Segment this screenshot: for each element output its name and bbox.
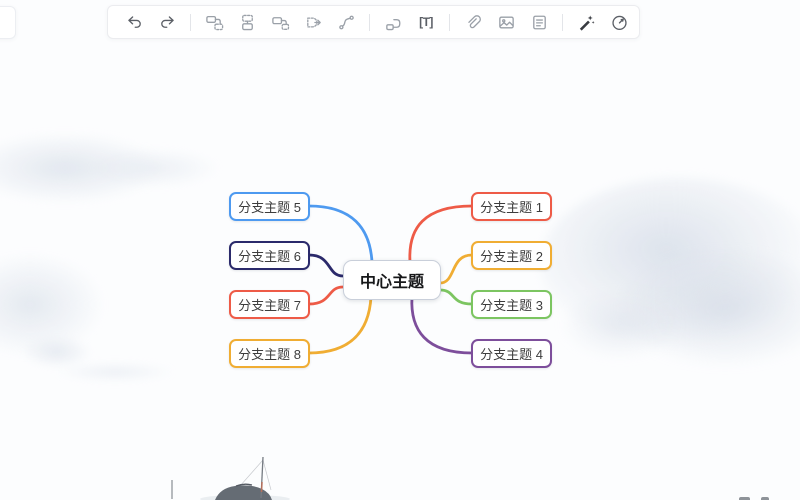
toolbar-divider — [190, 13, 191, 31]
branch-node-2[interactable]: 分支主题 2 — [471, 241, 552, 270]
insert-sibling-node-icon[interactable] — [204, 12, 224, 32]
connection-line-branch-6 — [307, 253, 345, 278]
branch-node-label: 分支主题 2 — [480, 249, 543, 264]
branch-node-7[interactable]: 分支主题 7 — [229, 290, 310, 319]
undo-icon[interactable] — [124, 12, 144, 32]
ai-magic-icon[interactable] — [576, 12, 596, 32]
hyperlink-icon[interactable] — [463, 12, 483, 32]
branch-node-6[interactable]: 分支主题 6 — [229, 241, 310, 270]
branch-node-label: 分支主题 7 — [238, 298, 301, 313]
insert-child-node-icon[interactable] — [270, 12, 290, 32]
branch-node-3[interactable]: 分支主题 3 — [471, 290, 552, 319]
connection-line-branch-7 — [307, 285, 345, 306]
toolbar-divider — [369, 13, 370, 31]
branch-node-4[interactable]: 分支主题 4 — [471, 339, 552, 368]
connection-line-branch-4 — [410, 295, 474, 355]
collapse-expand-node-icon[interactable] — [303, 12, 323, 32]
branch-node-1[interactable]: 分支主题 1 — [471, 192, 552, 221]
connection-line-branch-5 — [307, 204, 374, 264]
note-icon[interactable] — [529, 12, 549, 32]
connection-line-branch-1 — [408, 204, 474, 264]
connection-line-branch-2 — [438, 253, 474, 285]
bottom-toolbar-partial-icon[interactable] — [761, 497, 769, 500]
branch-node-label: 分支主题 4 — [480, 347, 543, 362]
connection-line-branch-8 — [307, 295, 373, 355]
branch-node-label: 分支主题 5 — [238, 200, 301, 215]
branch-node-label: 分支主题 8 — [238, 347, 301, 362]
branch-node-5[interactable]: 分支主题 5 — [229, 192, 310, 221]
main-toolbar: [T] — [107, 5, 640, 39]
toolbar-divider — [562, 13, 563, 31]
branch-node-label: 分支主题 3 — [480, 298, 543, 313]
collapsed-panel[interactable] — [0, 6, 16, 39]
ink-wash-boat — [171, 456, 290, 500]
image-icon[interactable] — [496, 12, 516, 32]
central-topic-label: 中心主题 — [359, 274, 424, 291]
relation-line-icon[interactable] — [336, 12, 356, 32]
redo-icon[interactable] — [157, 12, 177, 32]
gauge-icon[interactable] — [609, 12, 629, 32]
text-icon[interactable]: [T] — [419, 15, 433, 29]
branch-node-8[interactable]: 分支主题 8 — [229, 339, 310, 368]
branch-node-label: 分支主题 6 — [238, 249, 301, 264]
branch-node-label: 分支主题 1 — [480, 200, 543, 215]
toolbar-divider — [449, 13, 450, 31]
central-topic-node[interactable]: 中心主题 — [343, 260, 441, 300]
summary-icon[interactable] — [383, 12, 403, 32]
connection-line-branch-3 — [438, 288, 474, 306]
bottom-toolbar-partial-icon[interactable] — [739, 497, 750, 500]
insert-parent-node-icon[interactable] — [237, 12, 257, 32]
